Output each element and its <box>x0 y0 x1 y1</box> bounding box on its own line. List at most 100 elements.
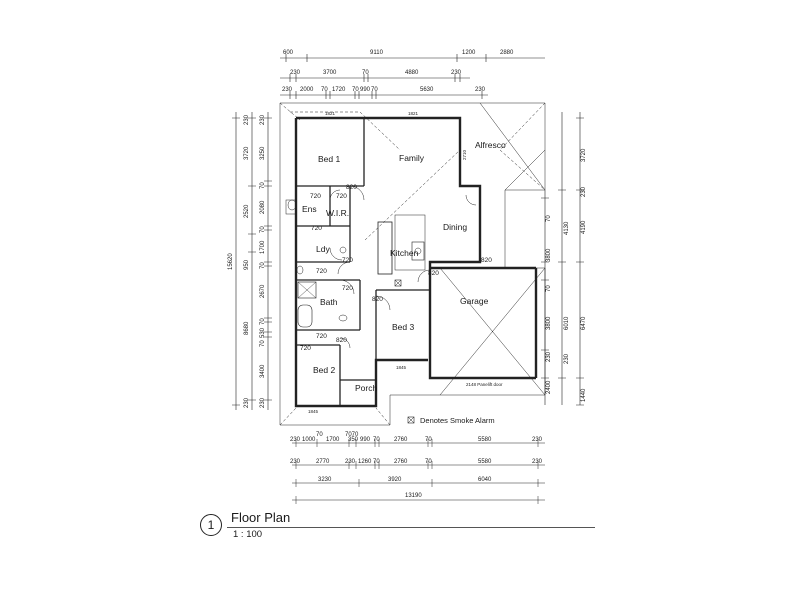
room-ens: Ens <box>302 204 317 214</box>
dim-bottom-2-f: 70 <box>373 437 380 443</box>
door-size: 720 <box>311 225 322 232</box>
window-label: 1845 <box>396 365 407 370</box>
dim-top-3-h: 5630 <box>420 87 434 93</box>
door-size: 720 <box>316 333 327 340</box>
dim-bottom-1-b: 7070 <box>345 432 359 438</box>
dim-bottom-4-a: 3230 <box>318 477 332 483</box>
drawing-scale: 1 : 100 <box>233 529 263 540</box>
room-bath: Bath <box>320 297 338 307</box>
dim-left-2-a: 230 <box>260 114 266 125</box>
dim-top-3-a: 230 <box>282 87 293 93</box>
window-label: 1821 <box>325 111 336 116</box>
door-size: 720 <box>342 285 353 292</box>
window-label: 2710 <box>462 149 467 160</box>
dim-bottom-3-f: 2760 <box>394 459 408 465</box>
room-bed-2: Bed 2 <box>313 365 335 375</box>
door-size: 820 <box>372 296 383 303</box>
dim-left-2-e: 70 <box>260 226 266 233</box>
dim-top-3-g: 70 <box>371 87 378 93</box>
dim-top-3-d: 1720 <box>332 87 346 93</box>
dim-top-2-e: 230 <box>451 70 462 76</box>
dim-bottom-3-a: 230 <box>290 459 301 465</box>
dim-bottom-3-d: 1260 <box>358 459 372 465</box>
dim-right-inner2-b: 6010 <box>564 316 570 330</box>
dim-right-inner-e: 230 <box>546 351 552 362</box>
dim-bottom-1-a: 70 <box>316 432 323 438</box>
dim-bottom-2-e: 990 <box>360 437 371 443</box>
dim-bottom-2-h: 70 <box>425 437 432 443</box>
dim-top-3-i: 230 <box>475 87 486 93</box>
door-size: 720 <box>342 257 353 264</box>
dim-left-2-f: 1700 <box>260 240 266 254</box>
dim-left-2-j: 530 <box>260 327 266 338</box>
dim-left-2-h: 2670 <box>260 284 266 298</box>
dim-right-outer-d: 6470 <box>581 316 587 330</box>
dim-top-1-b: 9110 <box>370 50 384 56</box>
dim-bottom-4-b: 3920 <box>388 477 402 483</box>
dim-bottom-2-b: 1000 <box>302 437 316 443</box>
dim-top-2-b: 3700 <box>323 70 337 76</box>
dim-right-outer-b: 230 <box>581 186 587 197</box>
dim-top-2-d: 4880 <box>405 70 419 76</box>
room-bed-3: Bed 3 <box>392 322 414 332</box>
dim-bottom-3-i: 230 <box>532 459 543 465</box>
dim-left-2-l: 3400 <box>260 364 266 378</box>
dim-bottom-total: 13190 <box>405 493 422 499</box>
dim-right-inner2-a: 4130 <box>564 221 570 235</box>
dim-right-inner-a: 70 <box>546 215 552 222</box>
dim-top-1-d: 2880 <box>500 50 514 56</box>
dim-top-3-e: 70 <box>352 87 359 93</box>
dim-bottom-2-a: 230 <box>290 437 301 443</box>
door-size: 820 <box>481 257 492 264</box>
dim-bottom-3-h: 5580 <box>478 459 492 465</box>
dim-bottom-2-i: 5580 <box>478 437 492 443</box>
room-bed-1: Bed 1 <box>318 154 340 164</box>
door-size: 720 <box>316 268 327 275</box>
dim-left-1-a: 230 <box>244 114 250 125</box>
title-underline <box>227 527 595 528</box>
dim-bottom-4-c: 6040 <box>478 477 492 483</box>
drawing-number: 1 <box>207 518 215 532</box>
room-wir: W.I.R. <box>326 208 349 218</box>
dim-left-outer: 15620 <box>228 253 234 270</box>
dim-bottom-3-b: 2770 <box>316 459 330 465</box>
dim-left-2-i: 70 <box>260 318 266 325</box>
dim-left-1-d: 950 <box>244 259 250 270</box>
dim-bottom-3-g: 70 <box>425 459 432 465</box>
door-size: 720 <box>300 345 311 352</box>
dim-left-1-e: 8680 <box>244 321 250 335</box>
dim-left-2-d: 2080 <box>260 200 266 214</box>
room-garage: Garage <box>460 296 489 306</box>
dim-bottom-2-d: 350 <box>348 437 359 443</box>
dim-left-2-k: 70 <box>260 340 266 347</box>
room-family: Family <box>399 153 425 163</box>
room-dining: Dining <box>443 222 467 232</box>
dim-top-3-b: 2000 <box>300 87 314 93</box>
room-alfresco: Alfresco <box>475 140 506 150</box>
room-ldy: Ldy <box>316 244 330 254</box>
dim-bottom-2-g: 2760 <box>394 437 408 443</box>
dim-left-2-c: 70 <box>260 182 266 189</box>
dim-right-inner-c: 70 <box>546 285 552 292</box>
dim-top-2-c: 70 <box>362 70 369 76</box>
dim-right-inner2-c: 230 <box>564 353 570 364</box>
garage-door-label: 2148 Panelift door <box>466 382 503 387</box>
dim-right-outer-e: 1440 <box>581 388 587 402</box>
dim-right-outer-a: 3720 <box>581 148 587 162</box>
door-size: 820 <box>346 184 357 191</box>
dim-top-2-a: 230 <box>290 70 301 76</box>
dim-left-2-b: 3250 <box>260 146 266 160</box>
dim-right-outer-c: 4190 <box>581 220 587 234</box>
door-size: 820 <box>428 270 439 277</box>
door-size: 720 <box>336 193 347 200</box>
dim-left-1-f: 230 <box>244 397 250 408</box>
window-label: 1845 <box>308 409 319 414</box>
dim-bottom-2-j: 230 <box>532 437 543 443</box>
dim-left-2-g: 70 <box>260 262 266 269</box>
dim-left-1-b: 3720 <box>244 146 250 160</box>
dim-left-1-c: 2520 <box>244 204 250 218</box>
door-size: 720 <box>310 193 321 200</box>
dim-bottom-3-e: 70 <box>373 459 380 465</box>
dim-right-inner-d: 3800 <box>546 316 552 330</box>
drawing-title: Floor Plan <box>231 510 291 525</box>
